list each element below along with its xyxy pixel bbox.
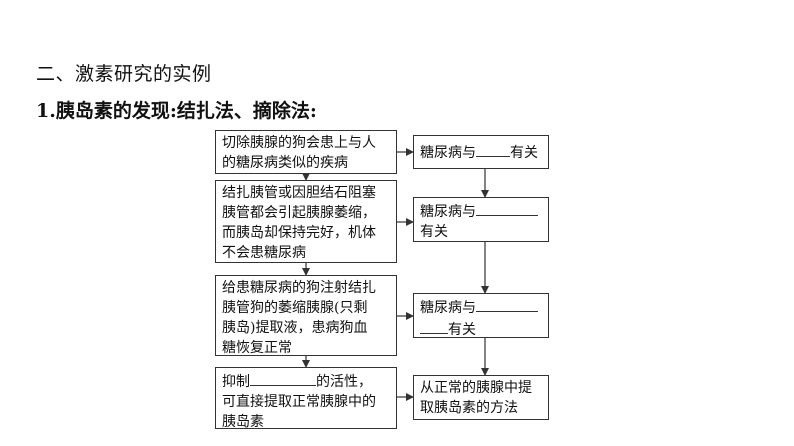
subsection-heading: 1.胰岛素的发现:结扎法、摘除法: [36, 100, 317, 122]
left-box-4-line-1: 抑制 的活性， [222, 370, 390, 392]
left-box-1-line-1: 切除胰腺的狗会患上与人 [222, 135, 376, 151]
left-box-3-line-3: 胰岛)提取液，患病狗血 [222, 320, 368, 336]
left-box-3-line-2: 胰管狗的萎缩胰腺(只剩 [222, 300, 368, 316]
left-box-3-line-4: 糖恢复正常 [222, 340, 292, 356]
right-box-1-pre: 糖尿病与 [420, 145, 476, 161]
right-box-1-post: 有关 [510, 145, 538, 161]
right-box-3-line-2: 有关 [420, 318, 542, 340]
answer-blank-2[interactable] [476, 141, 510, 157]
answer-blank-1[interactable] [250, 370, 316, 386]
left-box-2-line-4: 不会患糖尿病 [222, 245, 306, 261]
right-box-4: 从正常的胰腺中提 取胰岛素的方法 [413, 375, 549, 420]
right-box-3-pre: 糖尿病与 [420, 300, 476, 316]
left-box-4-line-2: 可直接提取正常胰腺中的 [222, 394, 376, 410]
left-box-2-line-2: 胰管都会引起胰腺萎缩， [222, 205, 376, 221]
left-box-2-line-3: 而胰岛却保持完好，机体 [222, 225, 376, 241]
right-box-1-line-1: 糖尿病与 有关 [420, 141, 542, 163]
left-box-4: 抑制 的活性， 可直接提取正常胰腺中的 胰岛素 [215, 367, 397, 430]
section-heading: 二、激素研究的实例 [36, 63, 212, 85]
left-box-4-line-3: 胰岛素 [222, 414, 264, 430]
right-box-3-post: 有关 [448, 322, 476, 338]
left-box-1: 切除胰腺的狗会患上与人 的糖尿病类似的疾病 [215, 130, 397, 174]
right-box-2-line-1: 糖尿病与 [420, 200, 542, 222]
left-box-2: 结扎胰管或因胆结石阻塞 胰管都会引起胰腺萎缩， 而胰岛却保持完好，机体 不会患糖… [215, 180, 397, 263]
right-box-3-line-1: 糖尿病与 [420, 296, 542, 318]
right-box-2-line-2: 有关 [420, 224, 448, 240]
left-box-1-line-2: 的糖尿病类似的疾病 [222, 155, 348, 171]
left-box-3: 给患糖尿病的狗注射结扎 胰管狗的萎缩胰腺(只剩 胰岛)提取液，患病狗血 糖恢复正… [215, 275, 397, 356]
left-box-4-pre: 抑制 [222, 374, 250, 390]
answer-blank-4[interactable] [476, 296, 538, 312]
left-box-3-line-1: 给患糖尿病的狗注射结扎 [222, 280, 376, 296]
right-box-4-line-2: 取胰岛素的方法 [420, 400, 518, 416]
right-box-2: 糖尿病与 有关 [413, 197, 549, 242]
right-box-2-pre: 糖尿病与 [420, 204, 476, 220]
answer-blank-3[interactable] [476, 200, 538, 216]
right-box-4-line-1: 从正常的胰腺中提 [420, 380, 532, 396]
left-box-4-post: 的活性， [316, 374, 372, 390]
right-box-3: 糖尿病与 有关 [413, 293, 549, 338]
left-box-2-line-1: 结扎胰管或因胆结石阻塞 [222, 185, 376, 201]
right-box-1: 糖尿病与 有关 [413, 135, 549, 169]
answer-blank-4-cont[interactable] [420, 318, 448, 334]
